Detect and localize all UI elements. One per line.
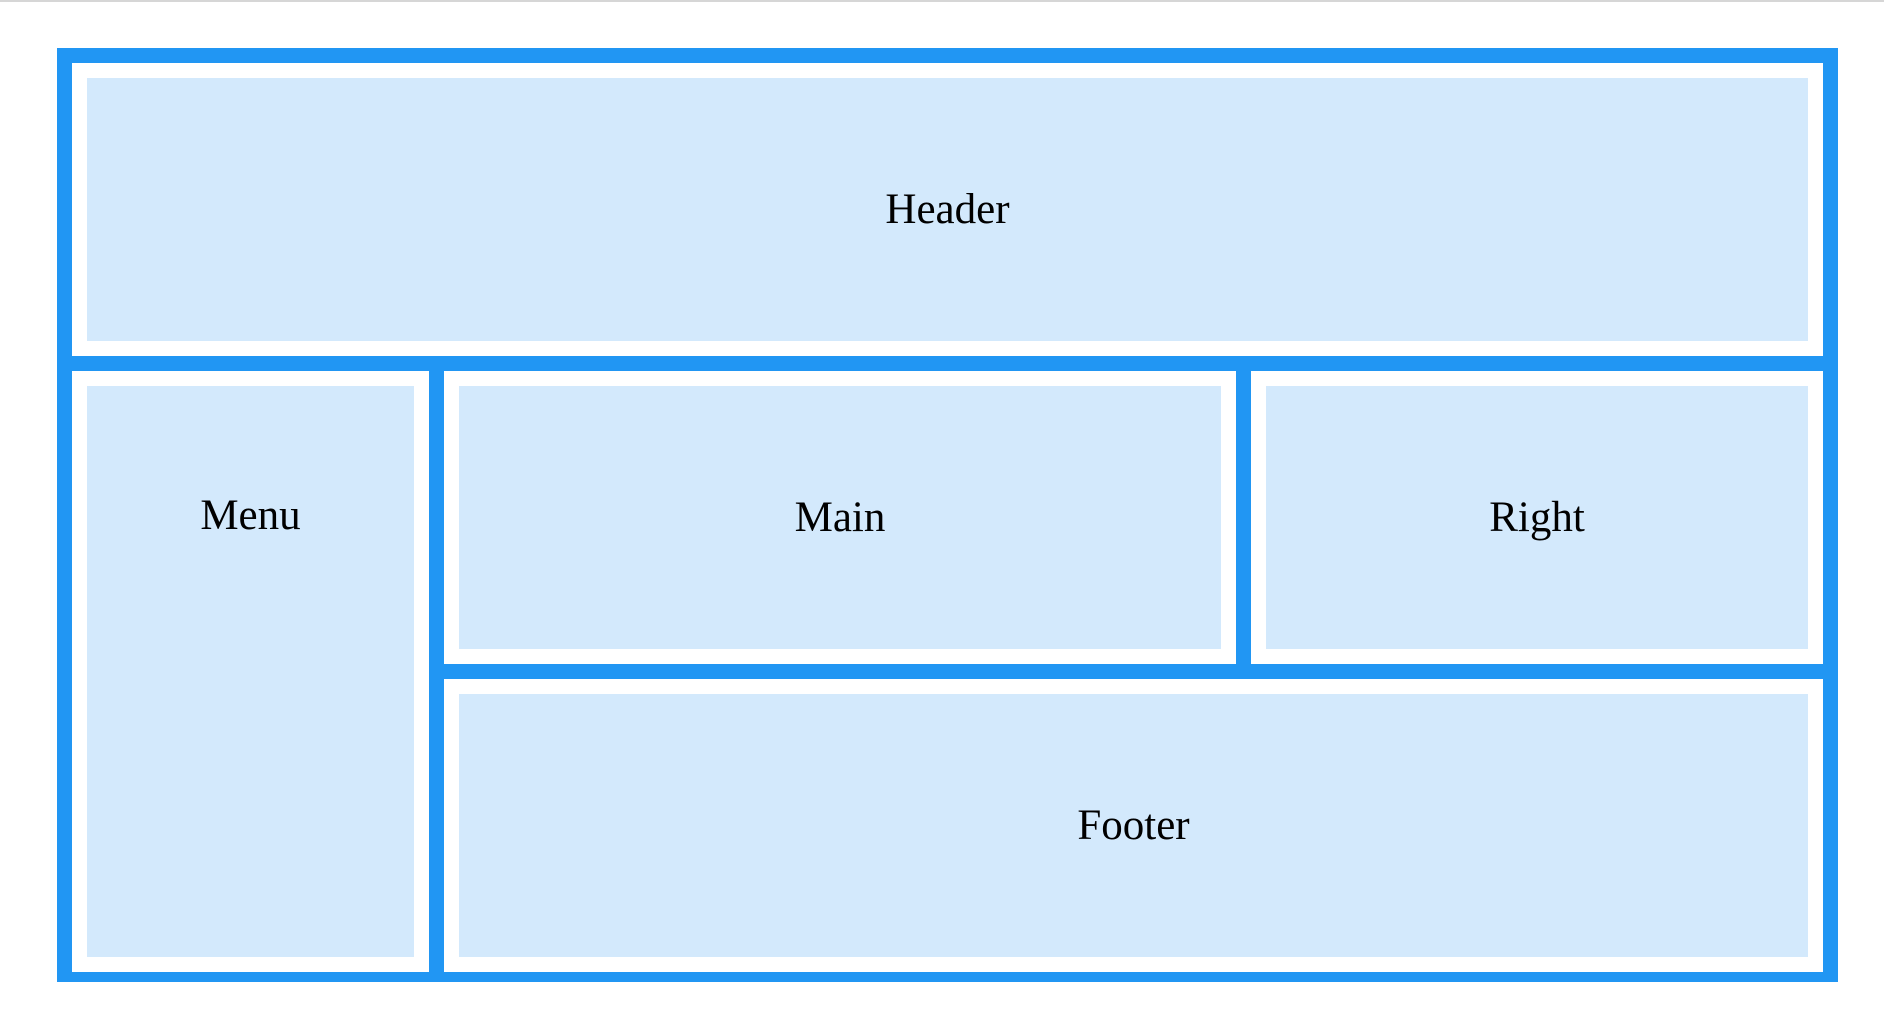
footer-region: Footer	[444, 679, 1823, 972]
menu-label: Menu	[200, 492, 301, 539]
main-region: Main	[444, 371, 1236, 664]
header-region: Header	[72, 63, 1823, 356]
header-label: Header	[885, 186, 1010, 233]
top-divider	[0, 0, 1884, 2]
right-label: Right	[1489, 494, 1585, 541]
menu-region: Menu	[72, 371, 429, 972]
main-label: Main	[794, 494, 886, 541]
footer-label: Footer	[1077, 802, 1190, 849]
right-region: Right	[1251, 371, 1823, 664]
grid-container: Header Menu Main Right Footer	[57, 48, 1838, 982]
